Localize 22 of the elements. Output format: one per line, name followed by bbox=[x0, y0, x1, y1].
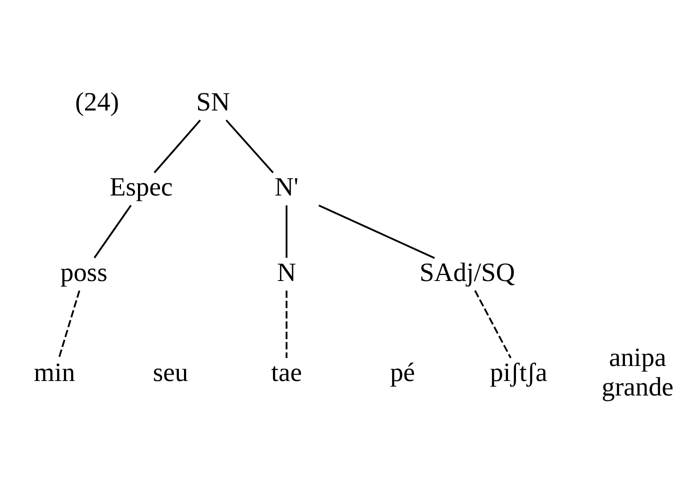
node-text: min bbox=[34, 356, 76, 386]
node-label: seu bbox=[152, 356, 188, 386]
connector bbox=[226, 119, 274, 173]
connector bbox=[318, 204, 435, 258]
node-text: piʃtʃa bbox=[490, 356, 548, 386]
node-label: pé bbox=[390, 356, 416, 386]
node-text: tae bbox=[271, 356, 302, 386]
node-label: anipa bbox=[608, 342, 666, 372]
node-label: grande bbox=[602, 370, 674, 401]
connector bbox=[154, 119, 201, 173]
node-text: N' bbox=[274, 171, 298, 202]
connector bbox=[474, 290, 512, 358]
node-text: Espec bbox=[110, 171, 173, 202]
connector bbox=[58, 290, 80, 358]
connector bbox=[94, 204, 132, 258]
node-text: SAdj/SQ bbox=[419, 256, 515, 286]
node-text: poss bbox=[60, 256, 108, 286]
node-text: SN bbox=[196, 86, 230, 116]
connector bbox=[286, 290, 288, 358]
connector bbox=[286, 204, 288, 258]
node-text: N bbox=[277, 256, 296, 286]
label: (24) bbox=[75, 86, 120, 116]
